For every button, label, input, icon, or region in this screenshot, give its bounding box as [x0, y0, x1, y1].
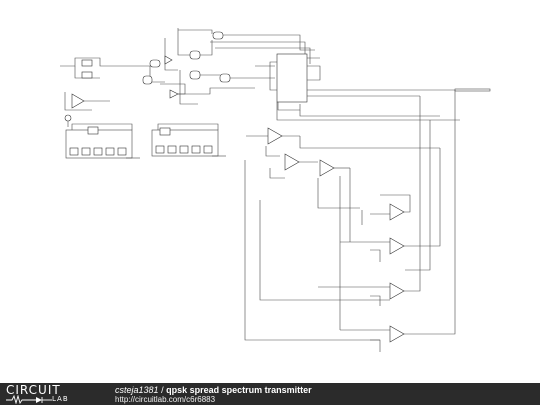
logo-circuit-text: CIRCUIT	[6, 383, 61, 397]
output-stage	[244, 90, 456, 352]
opamp-2[interactable]	[284, 153, 300, 171]
xor-gate-b[interactable]	[159, 127, 171, 136]
shift-reg-b3[interactable]	[179, 145, 189, 154]
shift-reg-b4[interactable]	[191, 145, 201, 154]
pn-generator-b	[151, 123, 226, 157]
shift-reg-a3[interactable]	[93, 147, 103, 156]
author-link[interactable]: csteja1381	[115, 385, 159, 395]
footer-bar: CIRCUIT LAB csteja1381 / qpsk spread spe…	[0, 383, 540, 405]
opamp-out-4[interactable]	[389, 325, 405, 343]
and-gate-1[interactable]	[142, 75, 153, 85]
or-gate-1[interactable]	[212, 31, 224, 40]
shift-reg-a4[interactable]	[105, 147, 115, 156]
shift-reg-b5[interactable]	[203, 145, 213, 154]
opamp-3[interactable]	[319, 159, 335, 177]
logo-lab-text: LAB	[52, 395, 69, 403]
flip-flop-b[interactable]	[81, 71, 93, 79]
circuit-schematic[interactable]	[0, 0, 540, 383]
source-clock[interactable]	[64, 114, 72, 122]
opamp-out-3[interactable]	[389, 282, 405, 300]
shift-reg-b1[interactable]	[155, 145, 165, 154]
opamp-1[interactable]	[267, 127, 283, 145]
buffer-2[interactable]	[169, 89, 179, 99]
and-gate-2[interactable]	[149, 59, 161, 68]
clock-generator-section	[60, 57, 130, 127]
logo-waveform-icon	[6, 395, 52, 404]
circuitlab-logo[interactable]: CIRCUIT LAB	[6, 384, 96, 404]
circuit-url-link[interactable]: http://circuitlab.com/c6r6883	[115, 395, 216, 404]
opamp-out-1[interactable]	[389, 203, 405, 221]
or-gate-2[interactable]	[219, 73, 231, 83]
xor-gate-a[interactable]	[87, 126, 99, 135]
circuit-name[interactable]: qpsk spread spectrum transmitter	[166, 385, 312, 395]
opamp-out-2[interactable]	[389, 237, 405, 255]
opamp-clock[interactable]	[71, 93, 85, 109]
shift-reg-b2[interactable]	[167, 145, 177, 154]
and-gate-3[interactable]	[189, 50, 201, 60]
circuit-title: csteja1381 / qpsk spread spectrum transm…	[115, 385, 312, 395]
shift-reg-a1[interactable]	[69, 147, 79, 156]
shift-reg-a5[interactable]	[117, 147, 127, 156]
title-separator: /	[161, 385, 164, 395]
shift-reg-a2[interactable]	[81, 147, 91, 156]
multiplexer-ic[interactable]	[276, 53, 308, 103]
and-gate-4[interactable]	[189, 70, 201, 80]
buffer-1[interactable]	[164, 55, 173, 65]
logic-gate-section	[130, 28, 320, 105]
mixer-block	[269, 53, 491, 121]
opamp-chain	[246, 127, 440, 209]
flip-flop-a[interactable]	[81, 59, 93, 67]
pn-generator-a	[65, 123, 140, 159]
